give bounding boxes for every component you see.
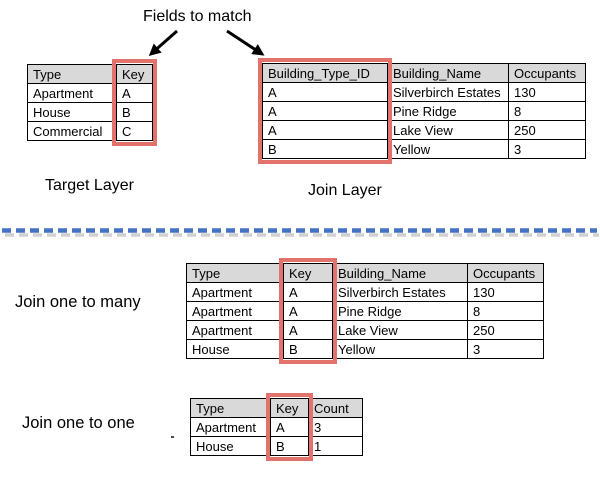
- table-cell: C: [116, 121, 153, 141]
- table-cell: Apartment: [186, 320, 284, 340]
- target-layer-label: Target Layer: [45, 177, 134, 194]
- table-cell: 8: [467, 301, 544, 321]
- table-cell: Pine Ridge: [332, 301, 468, 321]
- table-cell: House: [190, 436, 271, 456]
- column-header: Occupants: [508, 63, 586, 83]
- table-cell: 3: [308, 417, 363, 437]
- table-cell: Apartment: [186, 301, 284, 321]
- table-cell: A: [283, 301, 333, 321]
- column-header: Key: [283, 263, 333, 283]
- table-cell: 8: [508, 101, 586, 121]
- table-cell: Apartment: [186, 282, 284, 302]
- table-cell: 250: [467, 320, 544, 340]
- column-header: Building_Name: [387, 63, 509, 83]
- table-cell: A: [283, 320, 333, 340]
- table-cell: Pine Ridge: [387, 101, 509, 121]
- table-cell: 3: [467, 339, 544, 359]
- column-header: Building_Type_ID: [262, 63, 388, 83]
- stray-dot: [171, 436, 174, 438]
- table-cell: A: [262, 120, 388, 140]
- column-header: Building_Name: [332, 263, 468, 283]
- column-header: Type: [190, 398, 271, 418]
- table-cell: Apartment: [190, 417, 271, 437]
- join-one-to-many-label: Join one to many: [15, 293, 141, 311]
- column-header: Key: [270, 398, 309, 418]
- column-header: Count: [308, 398, 363, 418]
- column-header: Occupants: [467, 263, 544, 283]
- table-cell: A: [262, 101, 388, 121]
- table-cell: Silverbirch Estates: [332, 282, 468, 302]
- table-cell: A: [116, 83, 153, 103]
- table-cell: A: [262, 82, 388, 102]
- table-cell: Yellow: [332, 339, 468, 359]
- pointer-arrows-icon: [148, 29, 265, 56]
- table-cell: 250: [508, 120, 586, 140]
- table-cell: House: [186, 339, 284, 359]
- table-cell: 1: [308, 436, 363, 456]
- table-cell: 130: [467, 282, 544, 302]
- table-cell: Silverbirch Estates: [387, 82, 509, 102]
- table-cell: House: [27, 102, 117, 122]
- table-cell: B: [262, 139, 388, 159]
- table-cell: A: [283, 282, 333, 302]
- column-header: Type: [27, 64, 117, 84]
- table-cell: Commercial: [27, 121, 117, 141]
- column-header: Type: [186, 263, 284, 283]
- table-cell: B: [270, 436, 309, 456]
- table-cell: 130: [508, 82, 586, 102]
- table-cell: A: [270, 417, 309, 437]
- table-cell: B: [283, 339, 333, 359]
- join-layer-label: Join Layer: [308, 182, 382, 199]
- table-cell: B: [116, 102, 153, 122]
- diagram-title: Fields to match: [143, 8, 252, 25]
- table-cell: Yellow: [387, 139, 509, 159]
- table-cell: 3: [508, 139, 586, 159]
- join-one-to-one-label: Join one to one: [22, 414, 135, 432]
- table-cell: Lake View: [332, 320, 468, 340]
- section-divider: [2, 228, 599, 237]
- table-cell: Lake View: [387, 120, 509, 140]
- column-header: Key: [116, 64, 153, 84]
- table-cell: Apartment: [27, 83, 117, 103]
